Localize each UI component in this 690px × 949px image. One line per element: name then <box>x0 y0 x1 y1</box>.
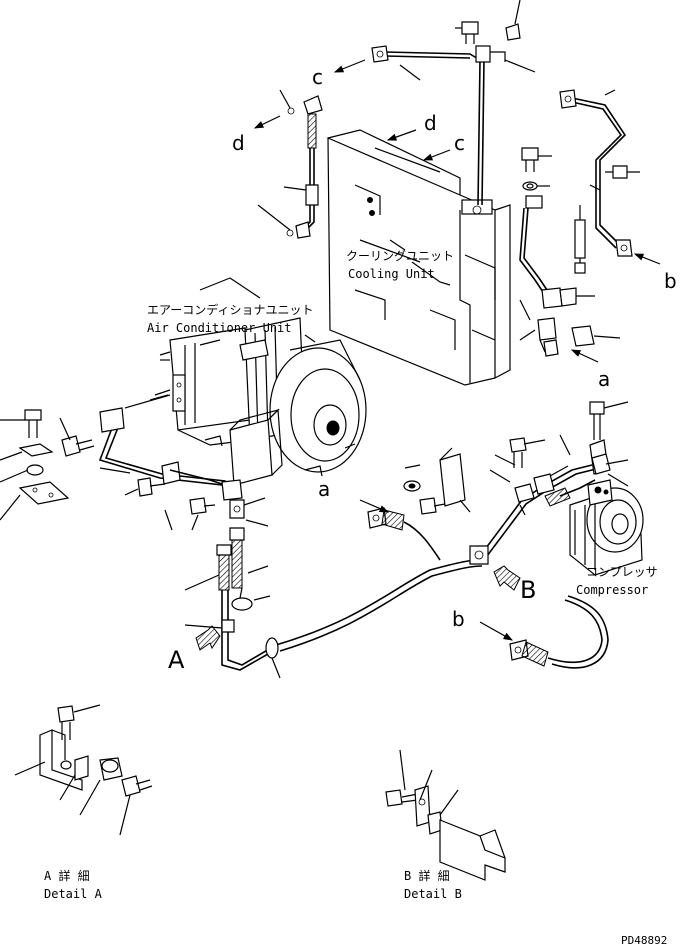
cooling-upper-piping <box>371 0 536 206</box>
ref-big-b: B <box>520 576 536 604</box>
compressor-label-jp: コンプレッサ <box>586 565 658 579</box>
ref-c-center: c <box>454 131 465 155</box>
ref-b-right: b <box>664 269 677 293</box>
compressor-label-en: Compressor <box>576 583 648 597</box>
cooling-right-piping <box>519 89 640 357</box>
cooling-unit-leaders <box>389 239 451 286</box>
drawing-id: PD48892 <box>621 934 667 947</box>
ac-left-piping <box>98 394 277 671</box>
ref-d-center: d <box>424 111 437 135</box>
detail-b <box>385 749 506 881</box>
detail-b-label-en: Detail B <box>404 887 462 901</box>
cooling-left-hose <box>257 89 323 239</box>
cooling-unit-label-jp: クーリングユニット <box>346 249 454 263</box>
cooling-unit-label-en: Cooling Unit <box>348 267 435 281</box>
main-hose <box>265 464 597 679</box>
ac-unit-label-jp: エアーコンディショナユニット <box>147 302 313 317</box>
hose-end-b <box>509 595 609 669</box>
compressor <box>569 401 644 576</box>
bracket-b-area <box>403 434 571 515</box>
detail-a-label-jp: A 詳 細 <box>44 868 90 883</box>
ref-b-hose: b <box>452 607 465 631</box>
ac-left-clamp-parts <box>0 409 95 521</box>
cooling-unit <box>327 129 511 386</box>
ref-big-a: A <box>168 646 185 674</box>
detail-a-label-en: Detail A <box>44 887 103 901</box>
ref-a-right: a <box>598 367 610 391</box>
reference-arrows <box>195 59 661 651</box>
text-labels: クーリングユニット Cooling Unit エアーコンディショナユニット Ai… <box>44 65 677 947</box>
ac-unit-label-en: Air Conditioner Unit <box>147 321 292 335</box>
ref-d-left: d <box>232 131 245 155</box>
ref-a-hose: a <box>318 477 330 501</box>
ref-c-top: c <box>312 65 323 89</box>
detail-b-label-jp: B 詳 細 <box>404 868 450 883</box>
air-conditioner-unit <box>154 277 367 486</box>
detail-a <box>14 704 153 836</box>
hose-end-a <box>367 507 441 561</box>
